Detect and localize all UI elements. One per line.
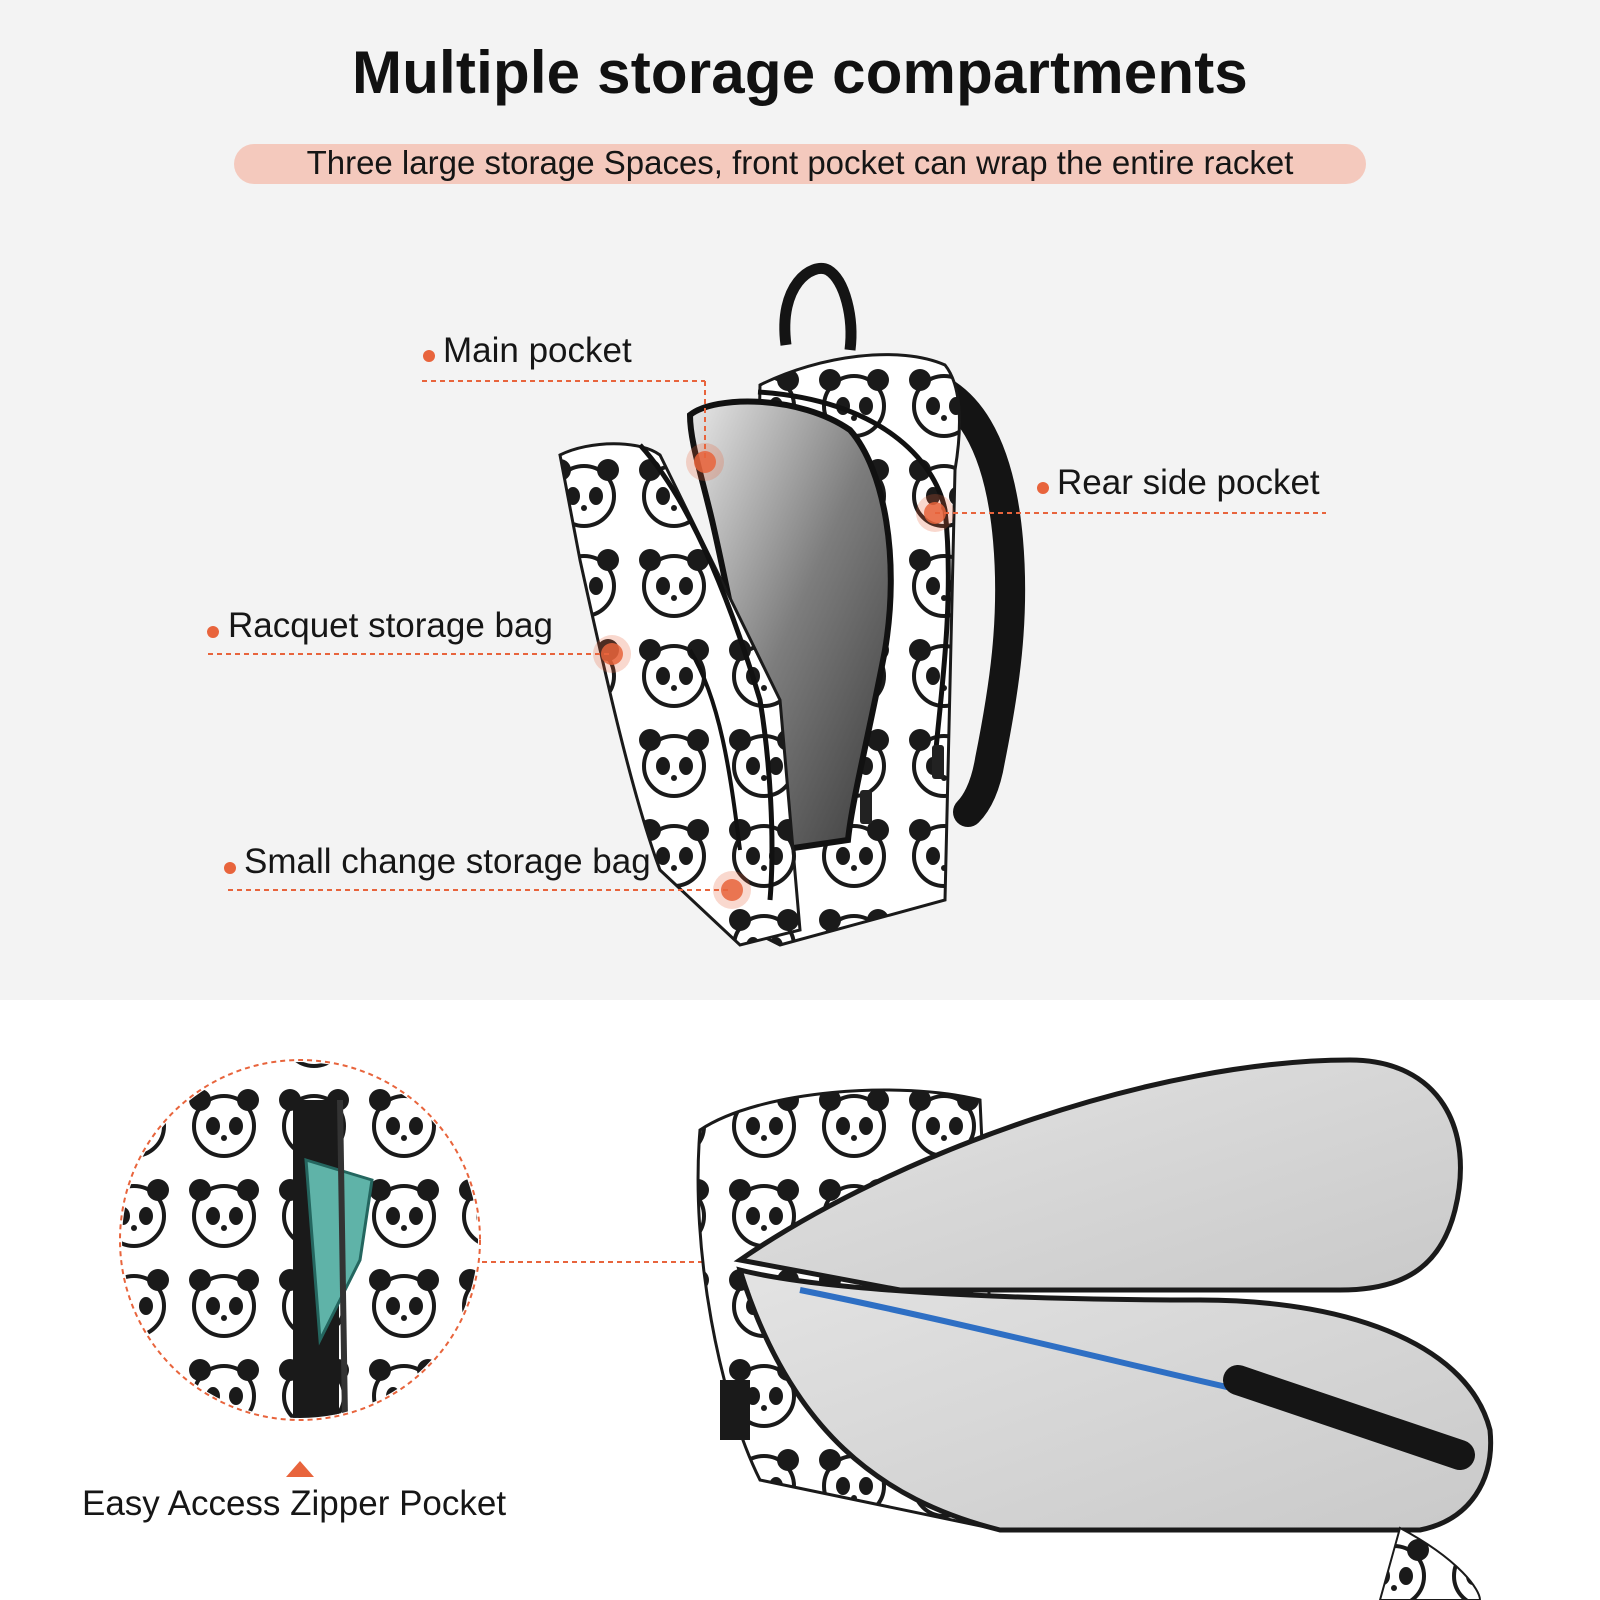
pointer-triangle [286, 1461, 314, 1477]
bullet-dot [207, 626, 219, 638]
bullet-dot [224, 862, 236, 874]
callout-lines-top [207, 350, 1326, 909]
subtitle-highlight [234, 144, 1366, 184]
page-subtitle: Three large storage Spaces, front pocket… [306, 144, 1294, 181]
backpack-open [558, 263, 1026, 947]
racket-compartment [696, 1057, 1494, 1600]
page-title: Multiple storage compartments [352, 39, 1248, 106]
callout-small-change-storage-bag: Small change storage bag [244, 842, 651, 881]
callout-main-pocket: Main pocket [443, 331, 632, 370]
callout-racquet-storage-bag: Racquet storage bag [228, 606, 553, 645]
bullet-dot [423, 350, 435, 362]
zipper-pocket-closeup [119, 1059, 747, 1477]
bullet-dot [1037, 482, 1049, 494]
callout-rear-side-pocket: Rear side pocket [1057, 463, 1320, 502]
zipper-pocket-caption: Easy Access Zipper Pocket [82, 1484, 507, 1523]
